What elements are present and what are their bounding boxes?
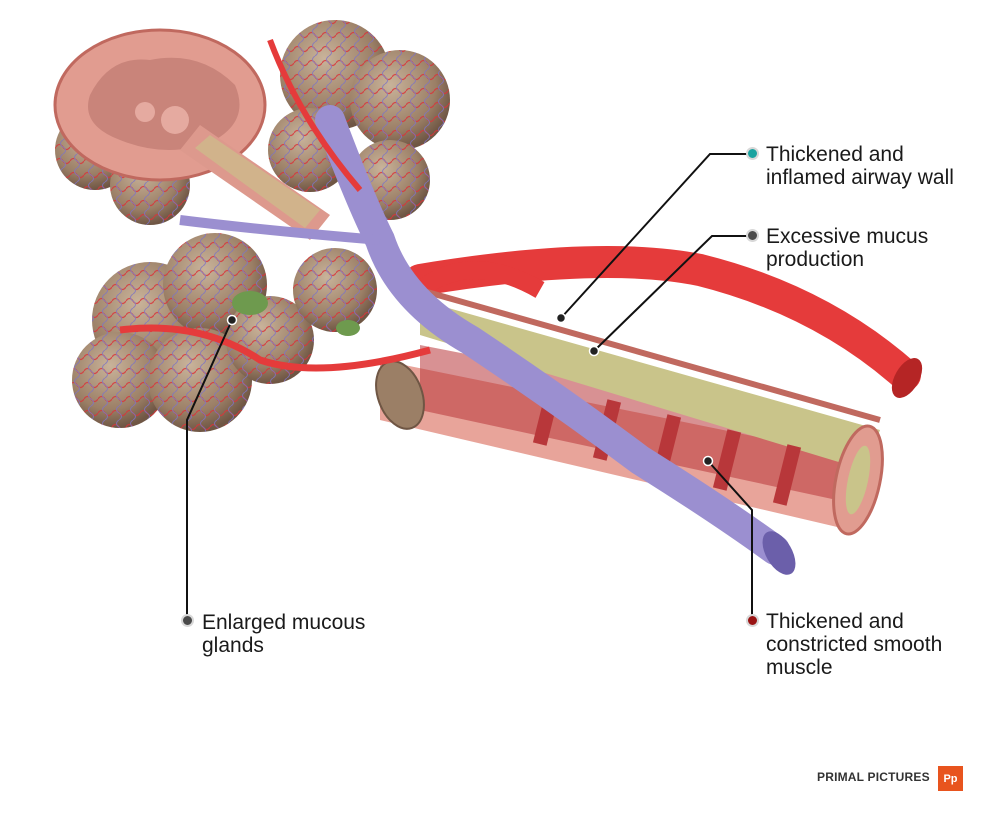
label-glands-line1: Enlarged mucous: [202, 611, 366, 634]
label-glands-line2: glands: [202, 634, 264, 657]
label-airway-wall-line1: Thickened and: [766, 143, 904, 166]
pointer-airway-wall: [555, 312, 567, 324]
marker-smooth-muscle: [746, 614, 759, 627]
label-smooth-muscle-line2: constricted smooth: [766, 633, 943, 656]
label-glands: Enlarged mucous glands: [202, 611, 365, 657]
pulmonary-artery: [404, 246, 921, 391]
pointer-glands: [226, 314, 238, 326]
label-airway-wall: Thickened and inflamed airway wall: [766, 143, 954, 189]
marker-glands: [181, 614, 194, 627]
leader-lines: [186, 153, 753, 620]
marker-mucus: [746, 229, 759, 242]
alveolar-cluster-upper: [55, 20, 450, 225]
pointer-smooth-muscle: [702, 455, 714, 467]
brand-logo-icon: Pp: [938, 766, 963, 791]
mucous-gland: [232, 291, 268, 315]
label-mucus: Excessive mucus production: [766, 225, 928, 271]
mucus-layer: [420, 300, 880, 470]
label-mucus-line2: production: [766, 248, 865, 271]
pulmonary-vein: [315, 105, 790, 565]
brand-name: PRIMAL PICTURES: [817, 770, 930, 784]
label-smooth-muscle-line1: Thickened and: [766, 610, 904, 633]
label-mucus-line1: Excessive mucus: [766, 225, 929, 248]
airway-cross-section: [53, 28, 330, 240]
marker-airway-wall: [746, 147, 759, 160]
pointer-mucus: [588, 345, 600, 357]
label-smooth-muscle: Thickened and constricted smooth muscle: [766, 610, 942, 679]
label-airway-wall-line2: inflamed airway wall: [766, 166, 954, 189]
label-smooth-muscle-line3: muscle: [766, 656, 833, 679]
alveolar-cluster-lower: [72, 233, 377, 432]
